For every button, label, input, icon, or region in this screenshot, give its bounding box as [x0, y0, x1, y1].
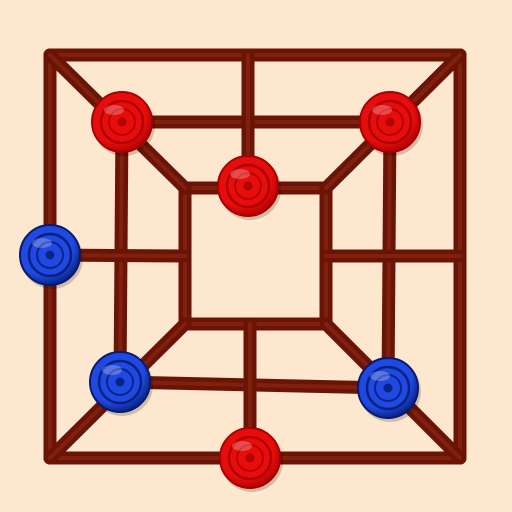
piece-center — [243, 181, 253, 191]
blue-piece[interactable] — [357, 357, 421, 422]
piece-ring — [367, 99, 413, 145]
board-point-inner-top-right[interactable] — [310, 172, 342, 204]
pieces — [19, 91, 423, 492]
red-piece[interactable] — [91, 91, 155, 156]
piece-ring-inner — [376, 108, 404, 136]
board-point-outer-top-right[interactable] — [444, 39, 476, 71]
board-point-inner-left-middle[interactable] — [169, 240, 201, 272]
board-point-inner-bottom-right[interactable] — [310, 308, 342, 340]
piece-ring-inner — [108, 108, 136, 136]
piece-ring-inner — [36, 241, 64, 269]
blue-piece[interactable] — [89, 351, 153, 416]
piece-shine — [104, 105, 124, 115]
board-point-inner-bottom-middle[interactable] — [234, 308, 266, 340]
red-piece[interactable] — [217, 155, 281, 220]
piece-shine — [370, 371, 390, 381]
piece-ring-inner — [236, 444, 264, 472]
piece-ring — [97, 359, 143, 405]
piece-shine — [32, 238, 52, 248]
piece-ring — [99, 99, 145, 145]
piece-center — [45, 250, 55, 260]
piece-center — [385, 117, 395, 127]
piece-ring-inner — [106, 368, 134, 396]
piece-ring — [27, 232, 73, 278]
piece-ring — [225, 163, 271, 209]
board-point-inner-right-middle[interactable] — [310, 240, 342, 272]
board-point-middle-bottom-middle[interactable] — [234, 370, 266, 402]
piece-center — [117, 117, 127, 127]
piece-ring-inner — [374, 374, 402, 402]
piece-center — [383, 383, 393, 393]
board-point-outer-bottom-left[interactable] — [34, 442, 66, 474]
board-point-middle-left-middle[interactable] — [106, 240, 138, 272]
board-point-outer-top-left[interactable] — [34, 39, 66, 71]
piece-center — [115, 377, 125, 387]
board-point-middle-right-middle[interactable] — [374, 240, 406, 272]
board-point-outer-bottom-right[interactable] — [444, 442, 476, 474]
board-point-inner-bottom-left[interactable] — [169, 308, 201, 340]
piece-shine — [102, 365, 122, 375]
board-point-inner-top-left[interactable] — [169, 172, 201, 204]
piece-shine — [230, 169, 250, 179]
blue-piece[interactable] — [19, 224, 83, 289]
piece-ring — [227, 435, 273, 481]
piece-shine — [372, 105, 392, 115]
piece-ring-inner — [234, 172, 262, 200]
piece-shine — [232, 441, 252, 451]
board-point-outer-top-middle[interactable] — [232, 39, 264, 71]
board-point-middle-top-middle[interactable] — [232, 106, 264, 138]
red-piece[interactable] — [219, 427, 283, 492]
board-point-outer-right-middle[interactable] — [444, 240, 476, 272]
piece-ring — [365, 365, 411, 411]
red-piece[interactable] — [359, 91, 423, 156]
board-lines — [43, 48, 467, 465]
piece-center — [245, 453, 255, 463]
